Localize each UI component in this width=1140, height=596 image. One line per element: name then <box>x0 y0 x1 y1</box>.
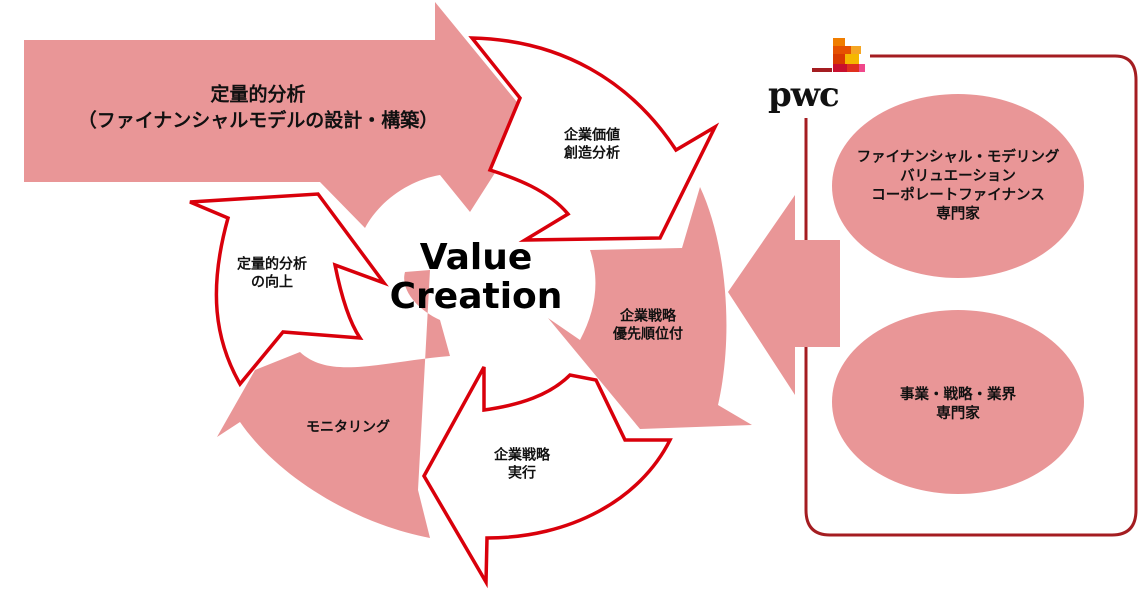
pwc-expert-panel <box>804 54 1138 537</box>
cycle-arrow-monitoring <box>217 270 450 538</box>
step-label-line: 実行 <box>508 465 536 481</box>
center-title: Value Creation <box>389 237 563 317</box>
input-arrow-line1: 定量的分析 <box>210 83 306 106</box>
input-arrow-quant-analysis <box>24 2 530 228</box>
expert-support-arrow <box>728 195 840 395</box>
step-label-line: 企業戦略 <box>620 308 676 325</box>
expert-label-line: ファイナンシャル・モデリング <box>856 149 1060 166</box>
expert-oval-finance <box>832 94 1084 278</box>
expert-oval-industry <box>832 310 1084 494</box>
step-label-line: 創造分析 <box>564 145 620 161</box>
step-label-value-creation-analysis: 企業価値 創造分析 <box>564 128 620 163</box>
cycle-arrow-value-creation-analysis <box>468 36 720 242</box>
cycle-arrow-strategy-prioritization <box>548 187 752 429</box>
pwc-logo-text: pwc <box>768 75 840 115</box>
expert-label-line: 事業・戦略・業界 <box>900 387 1016 404</box>
center-title-line2: Creation <box>389 276 563 317</box>
expert-label-industry: 事業・戦略・業界 専門家 <box>900 386 1016 424</box>
input-arrow-label: 定量的分析 （ファイナンシャルモデルの設計・構築） <box>78 82 439 133</box>
expert-label-line: コーポレートファイナンス <box>871 187 1045 203</box>
cycle-arrow-strategy-execution <box>421 366 673 589</box>
step-label-strategy-execution: 企業戦略 実行 <box>494 448 550 483</box>
cycle-arrow-quant-improvement <box>189 192 389 388</box>
step-label-line: 企業戦略 <box>494 447 550 464</box>
expert-label-line: バリュエーション <box>900 168 1016 185</box>
step-label-quant-improvement: 定量的分析 の向上 <box>237 257 307 292</box>
step-label-line: 優先順位付 <box>613 326 683 342</box>
step-label-line: モニタリング <box>306 419 390 436</box>
step-label-monitoring: モニタリング <box>306 419 390 437</box>
center-title-line1: Value <box>419 237 533 279</box>
expert-label-finance: ファイナンシャル・モデリング バリュエーション コーポレートファイナンス 専門家 <box>857 148 1060 223</box>
expert-label-line: 専門家 <box>936 406 980 422</box>
step-label-strategy-prioritization: 企業戦略 優先順位付 <box>613 309 683 344</box>
step-label-line: 定量的分析 <box>237 256 307 273</box>
input-arrow-line2: （ファイナンシャルモデルの設計・構築） <box>77 109 439 131</box>
step-label-line: 企業価値 <box>564 127 620 144</box>
expert-label-line: 専門家 <box>936 205 980 222</box>
step-label-line: の向上 <box>251 274 293 290</box>
pwc-logo-mark <box>812 38 865 72</box>
